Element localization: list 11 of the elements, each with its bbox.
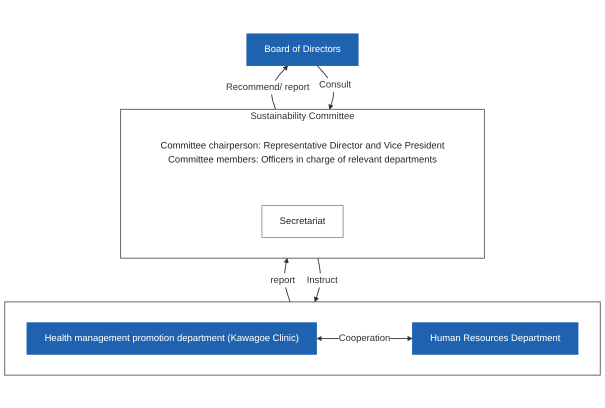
node-box: Secretariat [262, 204, 344, 238]
edge-label: Recommend/ report [226, 82, 310, 92]
edge-label: Cooperation [338, 332, 390, 343]
node-box: Health management promotion department (Kawagoe Clinic) [26, 322, 317, 354]
edge-label: Instruct [306, 274, 338, 285]
node-box: Board of Directors [246, 33, 359, 66]
cluster [4, 301, 601, 376]
node-text: Committee chairperson: Representative Director and Vice President Committee members: Officers in charge of relevant departments [160, 140, 445, 164]
edge-label: Consult [319, 79, 352, 90]
edge-label: report [270, 274, 296, 285]
node-box: Human Resources Department [412, 322, 578, 354]
